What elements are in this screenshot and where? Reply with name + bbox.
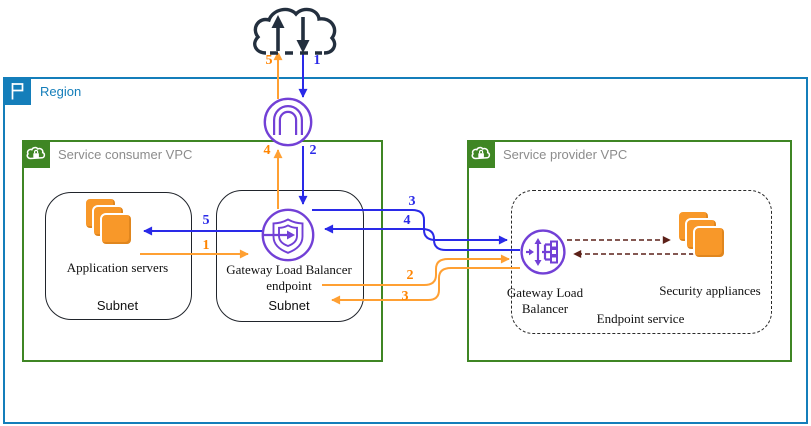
gwlb-endpoint-label-line1: Gateway Load Balancer: [226, 262, 352, 277]
service-consumer-vpc-container: [22, 140, 383, 362]
flow-inbound-step-3: 3: [408, 194, 416, 209]
endpoint-subnet-box: [216, 190, 364, 322]
internet-gateway-icon: [263, 97, 313, 152]
gateway-load-balancer-endpoint-icon: [261, 208, 315, 267]
flow-outbound-3-arrow: [331, 267, 520, 305]
internet-cloud-icon: [250, 4, 342, 67]
gwlb-label-line1: Gateway Load: [506, 285, 584, 300]
flow-outbound-step-5: 5: [265, 53, 273, 68]
gwlb-label-line2: Balancer: [521, 301, 569, 316]
endpoint-subnet-label: Subnet: [268, 298, 310, 313]
flow-inbound-3-arrow: [312, 209, 508, 245]
endpoint-service-label: Endpoint service: [596, 311, 685, 326]
vpc-icon: [467, 140, 495, 168]
flow-outbound-step-1: 1: [202, 238, 210, 253]
application-servers-icon: [84, 197, 135, 248]
flow-inbound-4-arrow: [324, 224, 520, 251]
security-appliances-label: Security appliances: [659, 283, 761, 298]
endpoint-service-box: [511, 190, 772, 334]
security-appliances-icon: [677, 210, 728, 261]
gateway-load-balancer-icon: [520, 229, 566, 280]
flow-outbound-step-4: 4: [263, 143, 271, 158]
application-servers-label: Application servers: [66, 260, 169, 275]
flow-outbound-2-arrow: [322, 254, 510, 286]
flow-outbound-step-3: 3: [401, 289, 409, 304]
service-provider-vpc-label: Service provider VPC: [503, 147, 628, 162]
vpc-icon: [22, 140, 50, 168]
application-subnet-label: Subnet: [96, 298, 139, 313]
region-label: Region: [40, 84, 82, 99]
flow-outbound-step-2: 2: [406, 268, 414, 283]
flow-inbound-step-5: 5: [202, 213, 210, 228]
region-flag-icon: [3, 77, 31, 105]
gwlb-endpoint-label-line2: endpoint: [266, 278, 312, 293]
flow-inbound-step-2: 2: [309, 143, 317, 158]
flow-inbound-step-1: 1: [313, 53, 321, 68]
application-subnet-box: [45, 192, 192, 320]
flow-inbound-step-4: 4: [403, 213, 411, 228]
region-container: [3, 77, 808, 424]
service-consumer-vpc-label: Service consumer VPC: [58, 147, 193, 162]
